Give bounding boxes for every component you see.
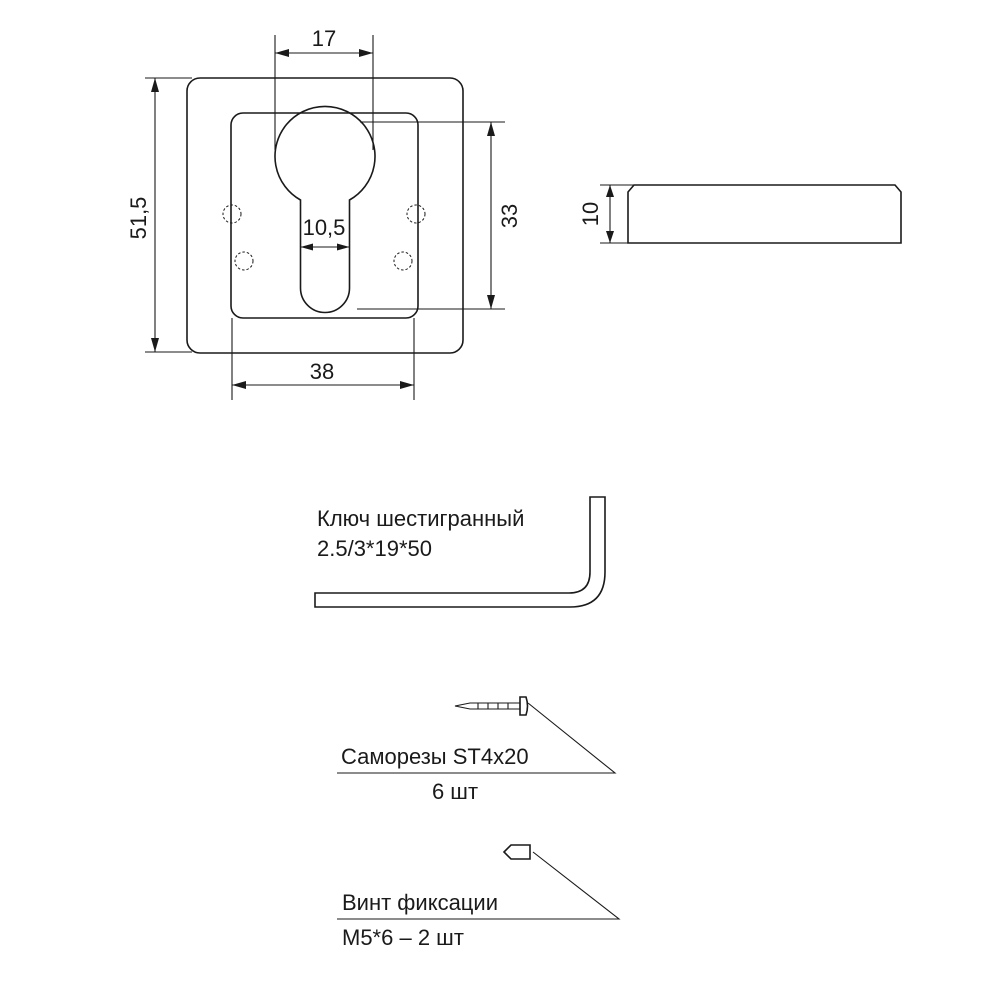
inner-plate-outline [230, 112, 419, 319]
hex-key-name: Ключ шестигранный [317, 506, 524, 531]
set-screw-leader-line [337, 851, 621, 920]
screws-leader-line [337, 702, 617, 774]
set-screw-name: Винт фиксации [342, 890, 498, 915]
side-view: 10 [578, 184, 902, 244]
dimension-keyhole-width: 17 [274, 26, 374, 150]
mounting-hole-lower-left [234, 251, 254, 271]
keyhole-outline [274, 105, 376, 314]
hex-key: Ключ шестигранный 2.5/3*19*50 [314, 496, 606, 608]
set-screw-size-qty: М5*6 – 2 шт [342, 925, 464, 950]
side-profile-outline [627, 184, 902, 244]
mounting-hole-upper-right [406, 204, 426, 224]
hex-key-size: 2.5/3*19*50 [317, 536, 432, 561]
dimension-label-17: 17 [312, 26, 336, 51]
dimension-label-38: 38 [310, 359, 334, 384]
mounting-hole-lower-right [393, 251, 413, 271]
outer-plate-outline [186, 77, 464, 354]
set-screw: Винт фиксации М5*6 – 2 шт [337, 844, 621, 950]
set-screw-icon [502, 844, 531, 860]
mounting-hole-upper-left [222, 204, 242, 224]
dimension-inner-height: 33 [357, 121, 522, 310]
self-tapping-screws: Саморезы ST4x20 6 шт [337, 696, 617, 804]
hex-key-icon [314, 496, 606, 608]
dimension-outer-height: 51,5 [126, 77, 192, 353]
screws-qty: 6 шт [432, 779, 478, 804]
screw-icon [454, 696, 529, 716]
dimension-label-33: 33 [497, 204, 522, 228]
front-view [186, 77, 464, 354]
dimension-label-51-5: 51,5 [126, 197, 151, 240]
screws-name: Саморезы ST4x20 [341, 744, 529, 769]
dimension-inner-width: 38 [231, 318, 415, 400]
dimension-label-10-5: 10,5 [303, 215, 346, 240]
dimension-slot-width: 10,5 [300, 215, 350, 251]
dimension-label-10: 10 [578, 202, 603, 226]
